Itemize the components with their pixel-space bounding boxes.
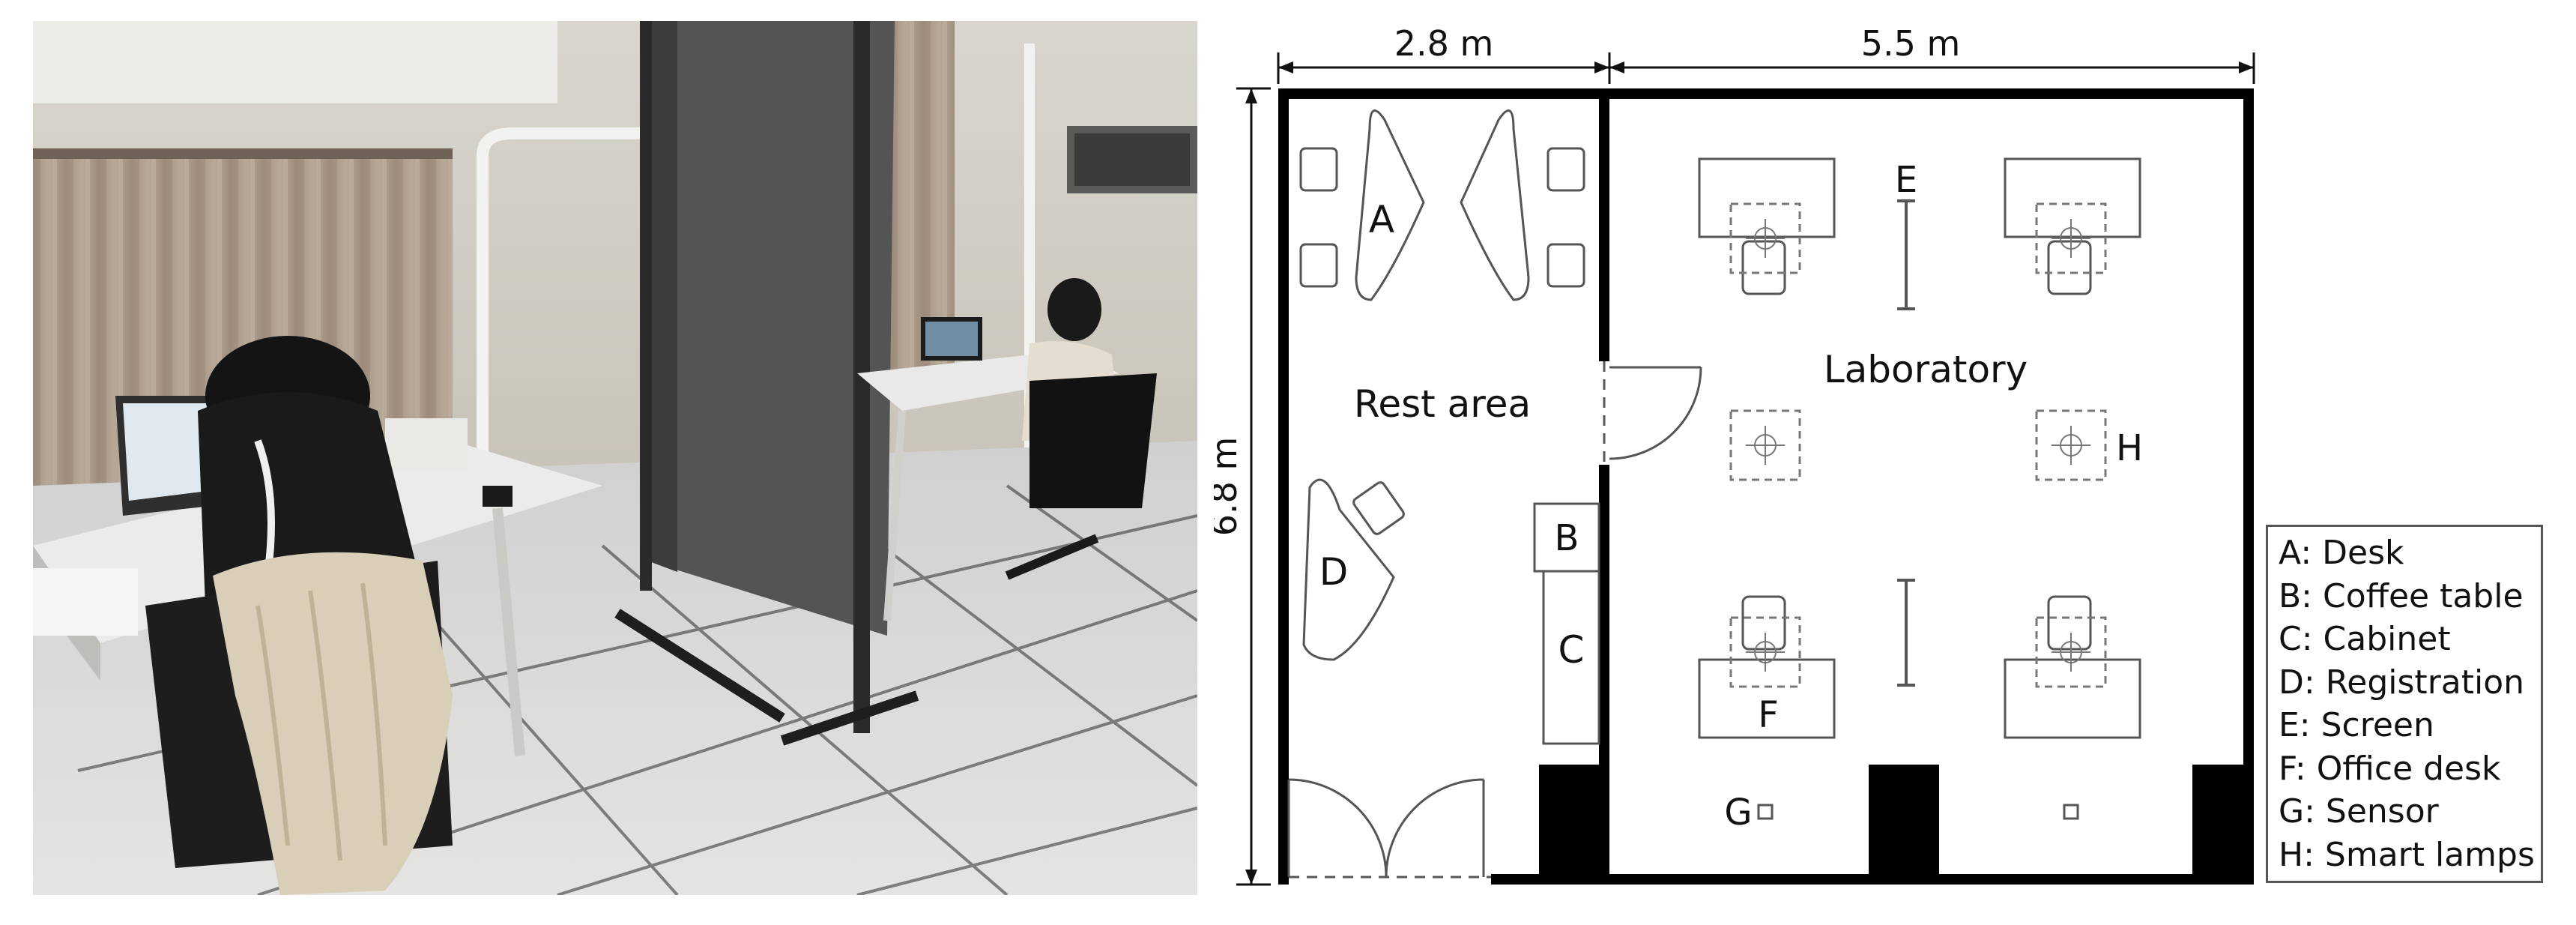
- entrance-door: [1287, 778, 1491, 879]
- coffee-table-cabinet: [1533, 502, 1600, 745]
- legend: A: Desk B: Coffee table C: Cabinet D: Re…: [2266, 525, 2543, 883]
- legend-item: D: Registration: [2279, 663, 2525, 702]
- dimension-lines: [1236, 52, 2255, 886]
- legend-item: G: Sensor: [2279, 792, 2439, 831]
- marker-e: E: [1895, 159, 1917, 201]
- right-person-head: [1047, 278, 1101, 341]
- phone: [483, 486, 513, 507]
- right-chair: [1030, 373, 1157, 508]
- legend-item: C: Cabinet: [2279, 620, 2451, 658]
- legend-item: A: Desk: [2279, 534, 2404, 572]
- rest-area-width-label: 2.8 m: [1394, 23, 1494, 64]
- left-person-body: [198, 392, 423, 606]
- marker-f: F: [1758, 694, 1779, 736]
- ceiling-panel: [33, 21, 557, 103]
- legend-item: H: Smart lamps: [2279, 835, 2535, 874]
- floor-plan: 2.8 m 5.5 m 6.8 m A Res: [1214, 23, 2255, 886]
- lamp-crosshairs: [1746, 219, 2090, 672]
- screens: [1897, 199, 1915, 687]
- wall-pipe: [477, 127, 647, 486]
- walls: [1278, 88, 2254, 885]
- registration-desk: [1302, 478, 1405, 661]
- legend-item: E: Screen: [2279, 706, 2434, 744]
- marker-a: A: [1369, 198, 1394, 241]
- laboratory-photo: [33, 21, 1197, 895]
- marker-g: G: [1724, 792, 1752, 834]
- rest-area-label: Rest area: [1354, 382, 1531, 426]
- lab-width-label: 5.5 m: [1861, 23, 1961, 64]
- marker-h: H: [2116, 427, 2143, 469]
- height-label: 6.8 m: [1214, 437, 1245, 537]
- box-on-desk: [385, 418, 468, 471]
- desk-a: [1299, 109, 1585, 301]
- sensors: [1757, 804, 2079, 820]
- partition-stand: [614, 609, 785, 723]
- marker-b: B: [1555, 517, 1579, 559]
- sweater: [213, 552, 453, 895]
- papers: [33, 568, 138, 636]
- laboratory-label: Laboratory: [1824, 348, 2028, 391]
- office-desks-top: [1698, 157, 2141, 295]
- interior-door: [1603, 361, 1702, 465]
- legend-item: B: Coffee table: [2279, 576, 2524, 615]
- marker-c: C: [1558, 628, 1585, 672]
- smart-lamps: [1729, 202, 2107, 688]
- partition-panel: [647, 21, 895, 636]
- legend-item: F: Office desk: [2279, 749, 2501, 788]
- office-desks-bottom: [1698, 595, 2141, 739]
- marker-d: D: [1319, 550, 1349, 594]
